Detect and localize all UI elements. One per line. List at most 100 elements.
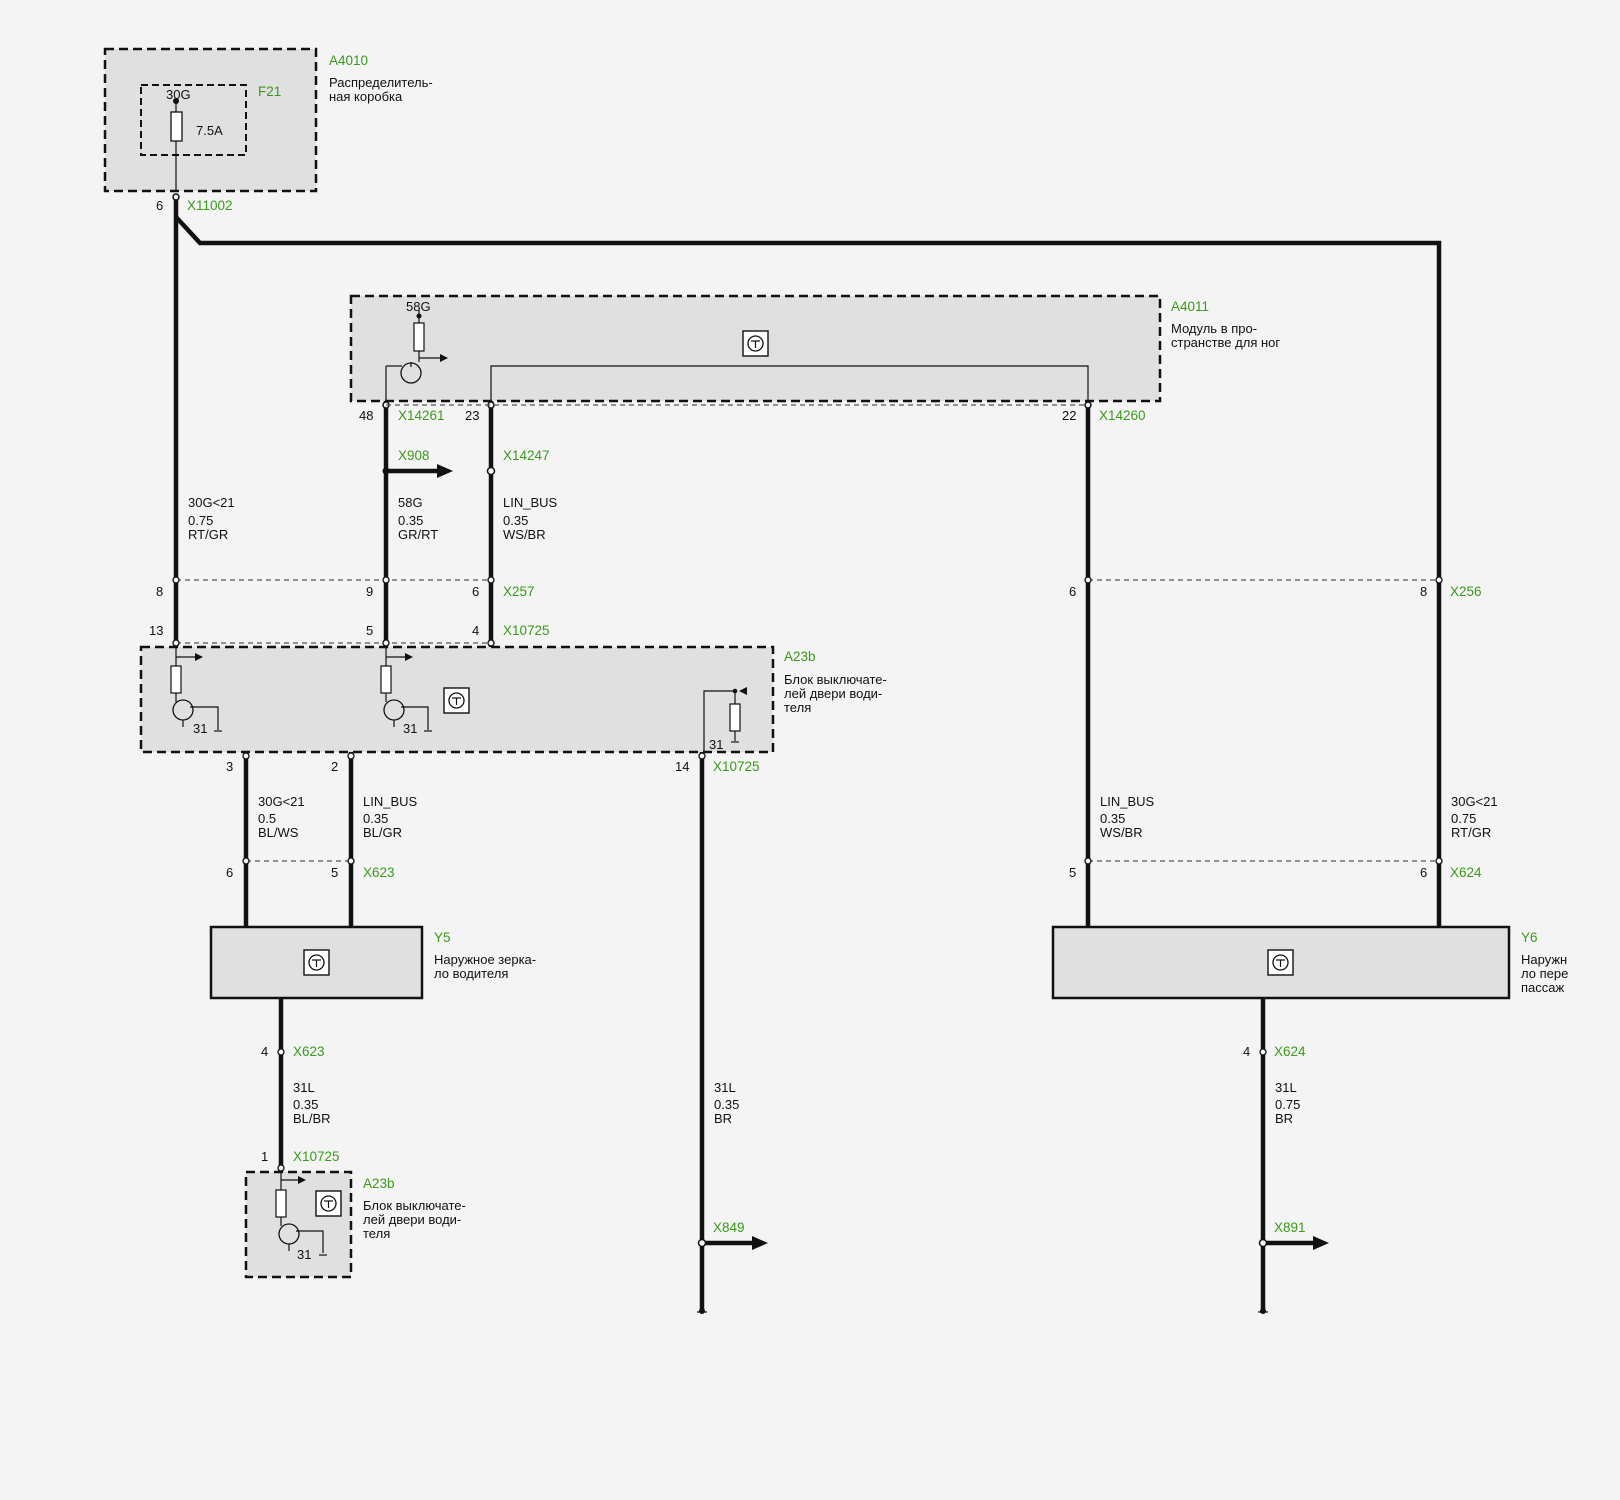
connector-x849: X849: [713, 1220, 745, 1235]
f21-rating: 7.5A: [196, 123, 223, 138]
svg-text:0.35: 0.35: [1100, 811, 1125, 826]
y6-name-line2: ло пере: [1521, 966, 1568, 981]
pin-label: 6: [472, 584, 479, 599]
connector-labels: X11002 X14261 X14260 X908 X14247 X257 X2…: [187, 198, 1482, 1235]
a4010-name-line2: ная коробка: [329, 89, 403, 104]
svg-text:31L: 31L: [293, 1080, 315, 1095]
pin-label: 8: [1420, 584, 1427, 599]
a23b-main-name-line2: лей двери води-: [784, 686, 882, 701]
component-y5[interactable]: Y5 Наружное зерка- ло водителя: [209, 925, 536, 1000]
wire-label-w2: 58G 0.35 GR/RT: [398, 495, 438, 542]
svg-text:LIN_BUS: LIN_BUS: [363, 794, 418, 809]
wire-label-w9: 31L 0.35 BR: [714, 1080, 739, 1126]
a4011-terminal: 58G: [406, 299, 431, 314]
svg-text:WS/BR: WS/BR: [1100, 825, 1143, 840]
connector-x14247: X14247: [503, 448, 550, 463]
svg-text:0.75: 0.75: [1451, 811, 1476, 826]
svg-text:GR/RT: GR/RT: [398, 527, 438, 542]
connector-x891: X891: [1274, 1220, 1306, 1235]
y6-name-line3: пассаж: [1521, 980, 1564, 995]
pin-label: 9: [366, 584, 373, 599]
svg-text:0.5: 0.5: [258, 811, 276, 826]
a23b-small-name-line1: Блок выключате-: [363, 1198, 466, 1213]
a4010-id: A4010: [329, 53, 368, 68]
pin-label: 5: [1069, 865, 1076, 880]
connector-x624-top: X624: [1450, 865, 1482, 880]
svg-text:BL/WS: BL/WS: [258, 825, 299, 840]
a23b-small-name-line2: лей двери води-: [363, 1212, 461, 1227]
pin-label: 48: [359, 408, 373, 423]
wire-label-w5: LIN_BUS 0.35 BL/GR: [363, 794, 418, 840]
a4010-name-line1: Распределитель-: [329, 75, 433, 90]
pin-label: 1: [261, 1149, 268, 1164]
f21-id: F21: [258, 84, 281, 99]
module-icon: [443, 687, 470, 714]
svg-text:RT/GR: RT/GR: [188, 527, 228, 542]
a23b-main-name-line3: теля: [784, 700, 811, 715]
connector-x10725-bottom: X10725: [293, 1149, 340, 1164]
svg-text:58G: 58G: [398, 495, 423, 510]
wire-label-w10: 31L 0.75 BR: [1275, 1080, 1300, 1126]
pin-label: 4: [1243, 1044, 1250, 1059]
component-a23b-main[interactable]: 31 31 31 A23b Блок выключате- лей двери …: [139, 645, 887, 754]
component-a4011[interactable]: 58G A4011 Модуль в про- странстве для но…: [349, 294, 1280, 403]
pin-label: 6: [156, 198, 163, 213]
pin-label: 3: [226, 759, 233, 774]
a4011-id: A4011: [1171, 299, 1209, 314]
svg-text:0.35: 0.35: [293, 1097, 318, 1112]
y5-id: Y5: [434, 930, 451, 945]
a4011-name-line2: странстве для ног: [1171, 335, 1280, 350]
connector-x10725-top: X10725: [503, 623, 550, 638]
svg-text:0.35: 0.35: [398, 513, 423, 528]
svg-text:0.35: 0.35: [503, 513, 528, 528]
component-a4010[interactable]: A4010 Распределитель- ная коробка F21 30…: [103, 47, 433, 193]
a23b-ground-3: 31: [709, 737, 723, 752]
svg-text:RT/GR: RT/GR: [1451, 825, 1491, 840]
pin-label: 13: [149, 623, 163, 638]
svg-text:BL/GR: BL/GR: [363, 825, 402, 840]
connector-x14261: X14261: [398, 408, 445, 423]
y5-name-line2: ло водителя: [434, 966, 508, 981]
a23b-ground-2: 31: [403, 721, 417, 736]
wire-label-w4: 30G<21 0.5 BL/WS: [258, 794, 305, 840]
pin-label: 23: [465, 408, 479, 423]
connector-x11002: X11002: [187, 198, 233, 213]
pin-label: 8: [156, 584, 163, 599]
svg-text:31L: 31L: [714, 1080, 736, 1095]
y6-id: Y6: [1521, 930, 1538, 945]
svg-text:31L: 31L: [1275, 1080, 1297, 1095]
a23b-small-ground: 31: [297, 1247, 311, 1262]
svg-text:30G<21: 30G<21: [258, 794, 305, 809]
connector-x624-bottom: X624: [1274, 1044, 1306, 1059]
connector-x10725-mid: X10725: [713, 759, 760, 774]
wire-label-w1: 30G<21 0.75 RT/GR: [188, 495, 235, 542]
pin-label: 6: [1069, 584, 1076, 599]
pin-numbers: 6 48 23 22 8 9 6 6 8 13 5 4 3 2 14 6 5 5…: [149, 198, 1427, 1164]
mirror-motor-icon: [1267, 949, 1294, 976]
wire-label-w8: 31L 0.35 BL/BR: [293, 1080, 331, 1126]
svg-text:BL/BR: BL/BR: [293, 1111, 331, 1126]
a23b-small-name-line3: теля: [363, 1226, 390, 1241]
component-a23b-small[interactable]: 31 A23b Блок выключате- лей двери води- …: [244, 1170, 466, 1279]
module-icon: [315, 1190, 342, 1217]
connector-x908: X908: [398, 448, 430, 463]
pin-label: 5: [331, 865, 338, 880]
wire-labels: 30G<21 0.75 RT/GR 58G 0.35 GR/RT LIN_BUS…: [188, 495, 1498, 1126]
pin-label: 4: [261, 1044, 268, 1059]
a23b-small-id: A23b: [363, 1176, 395, 1191]
wire-label-w3: LIN_BUS 0.35 WS/BR: [503, 495, 558, 542]
pin-label: 2: [331, 759, 338, 774]
svg-text:WS/BR: WS/BR: [503, 527, 546, 542]
connector-x14260: X14260: [1099, 408, 1146, 423]
svg-text:0.35: 0.35: [714, 1097, 739, 1112]
wires: [172, 193, 1442, 1314]
pin-label: 6: [1420, 865, 1427, 880]
y6-name-line1: Наружн: [1521, 952, 1567, 967]
svg-text:BR: BR: [1275, 1111, 1293, 1126]
pin-label: 6: [226, 865, 233, 880]
connector-x623-bottom: X623: [293, 1044, 325, 1059]
wire-label-w7: 30G<21 0.75 RT/GR: [1451, 794, 1498, 840]
connector-x623-top: X623: [363, 865, 395, 880]
component-y6[interactable]: Y6 Наружн ло пере пассаж: [1051, 925, 1568, 1000]
